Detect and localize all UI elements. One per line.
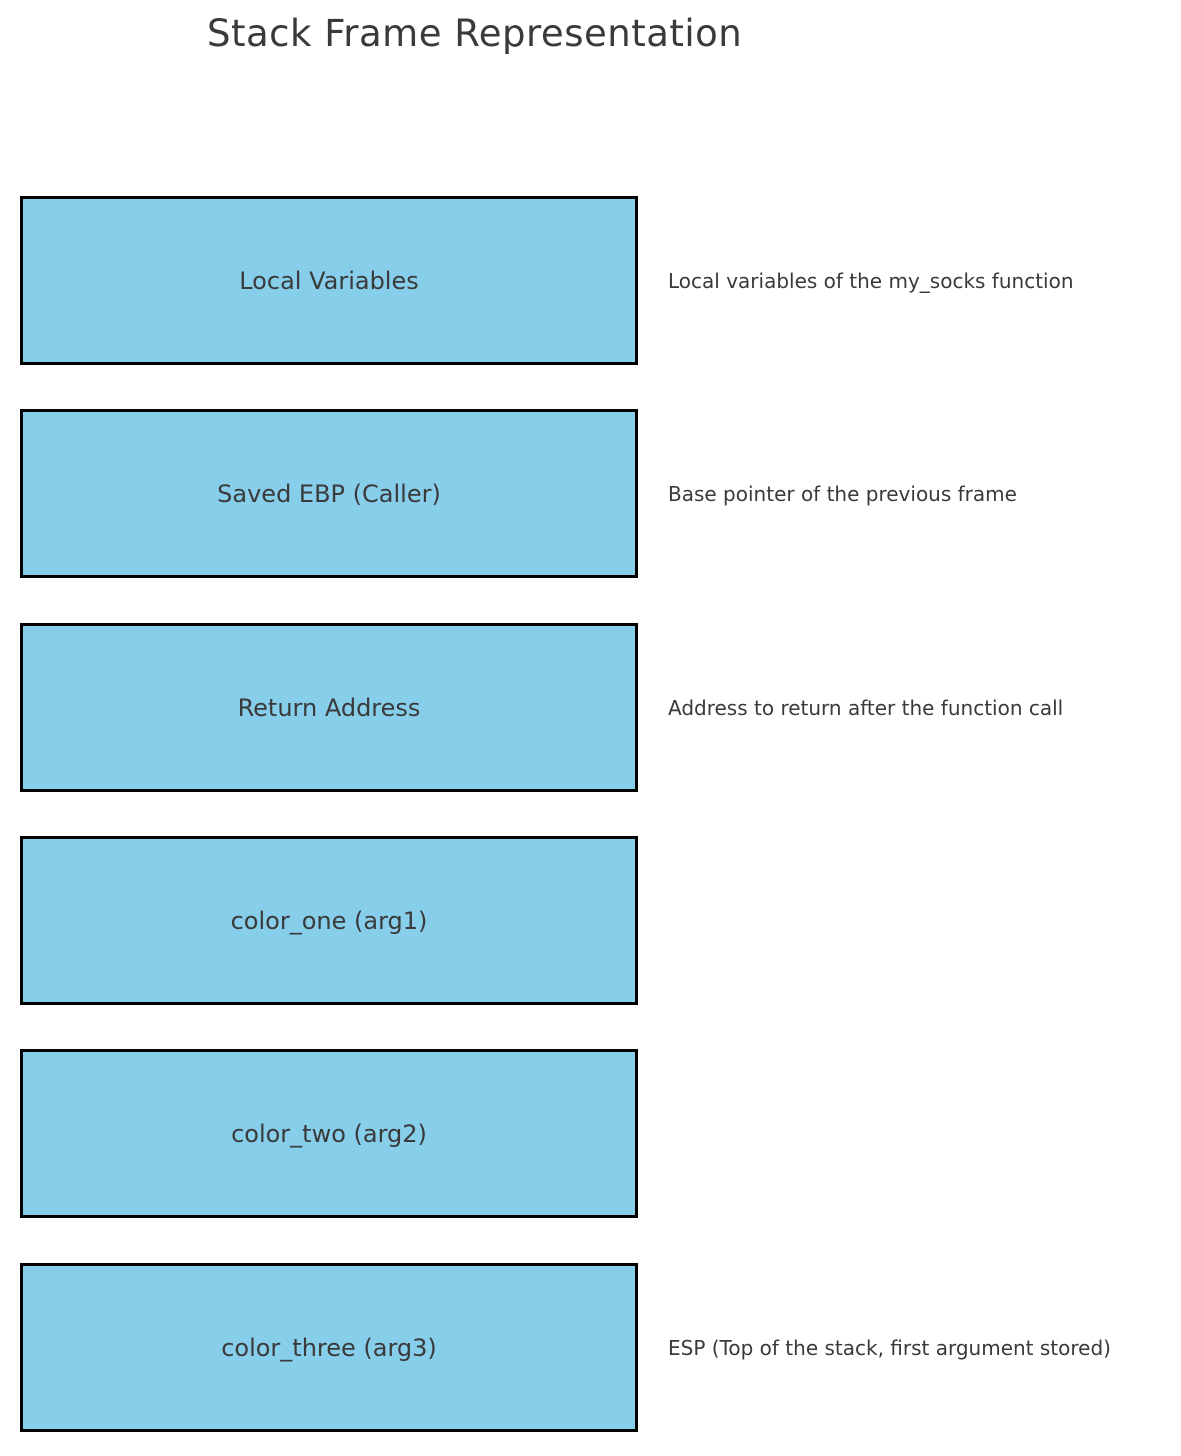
frame-annotation: Local variables of the my_socks function	[668, 268, 1074, 293]
diagram-title: Stack Frame Representation	[207, 12, 743, 55]
frame-annotation: ESP (Top of the stack, first argument st…	[668, 1335, 1111, 1360]
stack-frame-box-arg1: color_one (arg1)	[20, 836, 638, 1005]
frame-label: color_three (arg3)	[221, 1333, 437, 1362]
stack-frame-row-saved-ebp: Saved EBP (Caller) Base pointer of the p…	[0, 409, 1181, 578]
stack-frame-box-return-address: Return Address	[20, 623, 638, 792]
frame-annotation: Address to return after the function cal…	[668, 695, 1064, 720]
stack-frame-box-saved-ebp: Saved EBP (Caller)	[20, 409, 638, 578]
stack-frame-row-return-address: Return Address Address to return after t…	[0, 623, 1181, 792]
frame-label: color_one (arg1)	[230, 906, 428, 935]
stack-frame-row-arg2: color_two (arg2)	[0, 1049, 1181, 1218]
frame-label: Return Address	[237, 693, 421, 722]
stack-frame-row-local-variables: Local Variables Local variables of the m…	[0, 196, 1181, 365]
stack-frame-box-local-variables: Local Variables	[20, 196, 638, 365]
frame-label: Local Variables	[239, 266, 419, 295]
frame-annotation: Base pointer of the previous frame	[668, 481, 1017, 506]
frame-label: Saved EBP (Caller)	[217, 479, 441, 508]
stack-frame-box-arg3: color_three (arg3)	[20, 1263, 638, 1432]
frame-label: color_two (arg2)	[231, 1119, 427, 1148]
stack-frame-row-arg1: color_one (arg1)	[0, 836, 1181, 1005]
stack-frame-box-arg2: color_two (arg2)	[20, 1049, 638, 1218]
stack-frame-row-arg3: color_three (arg3) ESP (Top of the stack…	[0, 1263, 1181, 1432]
